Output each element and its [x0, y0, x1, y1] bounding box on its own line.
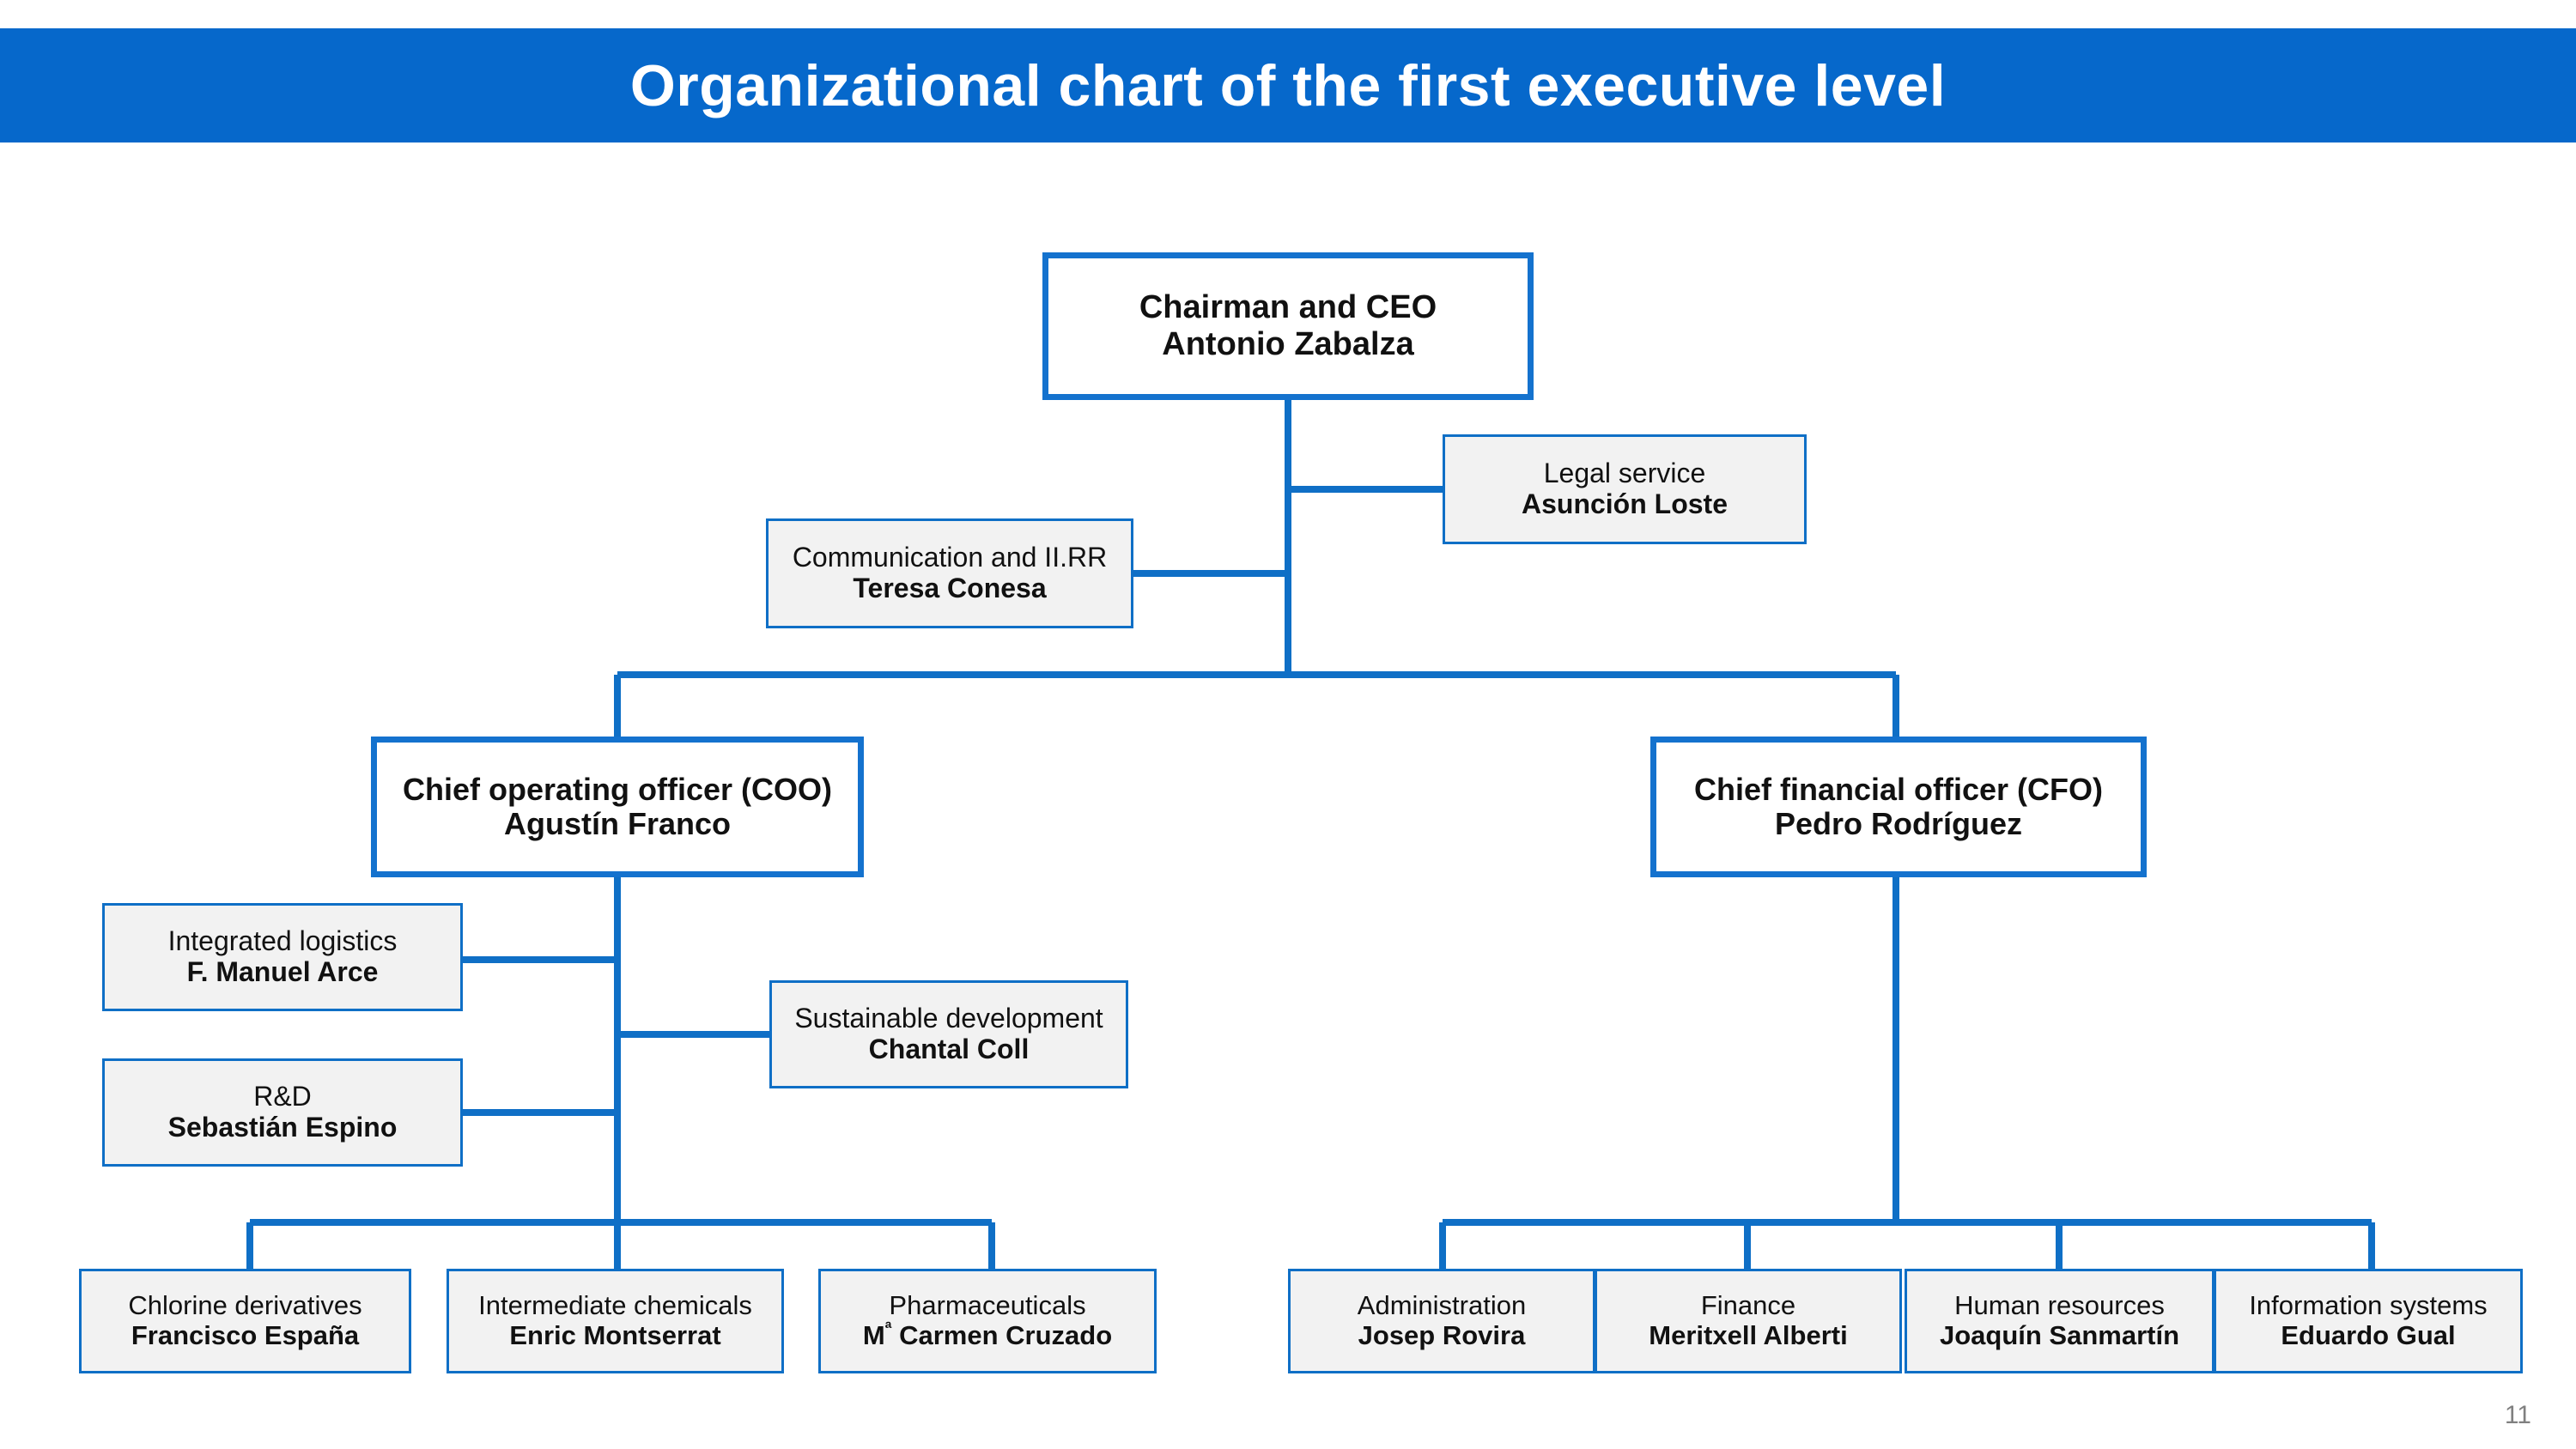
- node-role: Chief operating officer (COO): [402, 771, 832, 807]
- node-person: Mª Carmen Cruzado: [862, 1319, 1113, 1350]
- ordinal-indicator: ª: [884, 1319, 892, 1339]
- node-role: Communication and II.RR: [792, 542, 1108, 573]
- node-chief-financial-officer[interactable]: Chief financial officer (CFO) Pedro Rodr…: [1650, 737, 2147, 877]
- node-information-systems[interactable]: Information systems Eduardo Gual: [2214, 1269, 2523, 1373]
- page-title: Organizational chart of the first execut…: [629, 52, 1947, 118]
- node-role: Finance: [1700, 1290, 1796, 1321]
- node-person: Chantal Coll: [868, 1034, 1030, 1064]
- node-person: Asunción Loste: [1521, 488, 1728, 519]
- node-role: Chief financial officer (CFO): [1693, 771, 2104, 807]
- node-administration[interactable]: Administration Josep Rovira: [1288, 1269, 1595, 1373]
- node-integrated-logistics[interactable]: Integrated logistics F. Manuel Arce: [102, 903, 463, 1011]
- node-role: Intermediate chemicals: [478, 1290, 752, 1321]
- node-person: Joaquín Sanmartín: [1939, 1320, 2180, 1350]
- title-banner: Organizational chart of the first execut…: [0, 28, 2576, 142]
- node-person: Agustín Franco: [503, 806, 731, 841]
- node-person: Francisco España: [131, 1320, 360, 1350]
- node-sustainable-development[interactable]: Sustainable development Chantal Coll: [769, 980, 1128, 1088]
- node-legal-service[interactable]: Legal service Asunción Loste: [1443, 434, 1807, 544]
- page-number: 11: [2504, 1401, 2531, 1429]
- node-role: Administration: [1357, 1290, 1527, 1321]
- node-person: Meritxell Alberti: [1649, 1320, 1848, 1350]
- node-person: Josep Rovira: [1358, 1320, 1526, 1350]
- node-chairman-ceo[interactable]: Chairman and CEO Antonio Zabalza: [1042, 252, 1534, 400]
- node-chlorine-derivatives[interactable]: Chlorine derivatives Francisco España: [79, 1269, 411, 1373]
- node-role: Chlorine derivatives: [128, 1290, 362, 1321]
- node-role: Legal service: [1543, 458, 1706, 489]
- node-person: Enric Montserrat: [509, 1320, 721, 1350]
- node-role: R&D: [253, 1081, 312, 1113]
- node-person: Teresa Conesa: [853, 573, 1047, 603]
- node-role: Chairman and CEO: [1139, 289, 1437, 326]
- node-communication-iirr[interactable]: Communication and II.RR Teresa Conesa: [766, 518, 1133, 628]
- node-rd[interactable]: R&D Sebastián Espino: [102, 1058, 463, 1167]
- node-person: Eduardo Gual: [2281, 1320, 2456, 1350]
- node-intermediate-chemicals[interactable]: Intermediate chemicals Enric Montserrat: [447, 1269, 784, 1373]
- node-person: F. Manuel Arce: [186, 956, 379, 987]
- node-person: Sebastián Espino: [167, 1112, 398, 1143]
- node-person: Antonio Zabalza: [1162, 326, 1414, 362]
- node-role: Pharmaceuticals: [889, 1290, 1086, 1321]
- node-chief-operating-officer[interactable]: Chief operating officer (COO) Agustín Fr…: [371, 737, 864, 877]
- node-role: Human resources: [1954, 1290, 2165, 1321]
- node-finance[interactable]: Finance Meritxell Alberti: [1595, 1269, 1902, 1373]
- node-role: Information systems: [2249, 1290, 2488, 1321]
- node-pharmaceuticals[interactable]: Pharmaceuticals Mª Carmen Cruzado: [818, 1269, 1157, 1373]
- node-role: Sustainable development: [794, 1003, 1103, 1034]
- node-role: Integrated logistics: [167, 925, 398, 957]
- node-human-resources[interactable]: Human resources Joaquín Sanmartín: [1905, 1269, 2215, 1373]
- node-person: Pedro Rodríguez: [1774, 806, 2023, 841]
